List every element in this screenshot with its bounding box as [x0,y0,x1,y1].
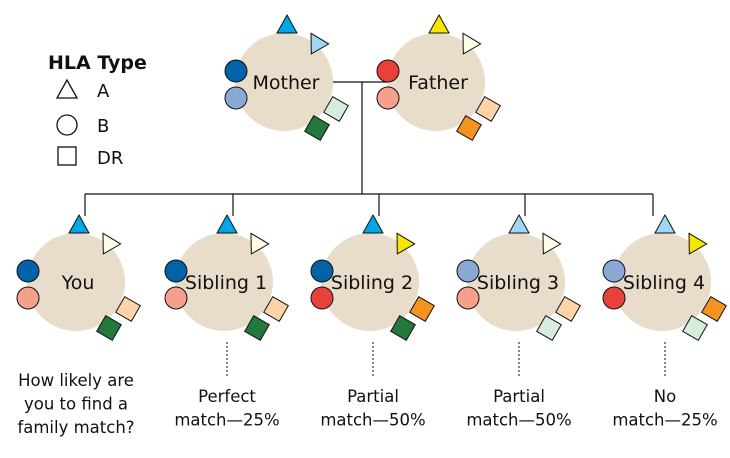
hla-b-circle-icon [456,259,480,283]
legend-title: HLA Type [48,52,147,74]
hla-dr-square-icon [390,315,416,341]
hla-dr-square-icon [701,296,727,322]
person-circle [467,233,565,331]
family-tree-lines [84,81,666,378]
hla-dr-square-icon [409,296,435,322]
hla-a-triangle-icon [362,213,384,234]
hla-b-circle-icon [16,259,40,283]
hla-b-circle-icon [16,286,40,310]
match-caption: match—25% [174,411,279,430]
person-label: Mother [252,72,319,94]
hla-a-triangle-icon [310,32,330,55]
hla-dr-square-icon [304,115,330,141]
hla-a-triangle-icon [396,232,416,255]
hla-dr-square-icon [263,296,289,322]
hla-dr-square-icon [536,315,562,341]
person-circle [387,33,485,131]
person-circle [27,233,125,331]
person-label: Father [408,72,468,94]
match-caption: match—50% [320,411,425,430]
hla-dr-square-icon [682,315,708,341]
person-label: Sibling 4 [623,272,705,294]
hla-b-circle-icon [224,59,248,83]
match-caption: How likely are [18,371,134,390]
hla-dr-square-icon [244,315,270,341]
hla-b-circle-icon [376,86,400,110]
person-father: Father [376,13,501,141]
hla-dr-square-icon [96,315,122,341]
hla-b-circle-icon [224,86,248,110]
hla-b-circle-icon [310,259,334,283]
hla-dr-square-icon [115,296,141,322]
hla-b-circle-icon [376,59,400,83]
hla-a-triangle-icon [542,232,562,255]
hla-b-circle-icon [310,286,334,310]
person-sibling-2: Sibling 2 Partial match—50% [310,213,435,430]
hla-a-triangle-icon [508,213,530,234]
legend-label-a: A [97,81,110,102]
hla-a-triangle-icon [654,213,676,234]
person-label: Sibling 2 [331,272,413,294]
legend-label-dr: DR [97,148,123,169]
hla-a-triangle-icon [428,13,450,34]
match-caption: match—50% [466,411,571,430]
hla-b-circle-icon [164,286,188,310]
legend-label-b: B [97,116,109,137]
person-label: Sibling 3 [477,272,559,294]
hla-a-triangle-icon [102,232,122,255]
match-caption: No [654,387,676,406]
match-caption: family match? [17,418,134,437]
hla-dr-square-icon [555,296,581,322]
person-label: You [61,272,95,294]
person-mother: Mother [224,13,349,141]
hla-a-triangle-icon [276,13,298,34]
person-circle [235,33,333,131]
person-label: Sibling 1 [185,272,267,294]
match-caption: match—25% [612,411,717,430]
person-circle [613,233,711,331]
person-sibling-3: Sibling 3 Partial match—50% [456,213,581,430]
triangle-icon [55,78,79,99]
match-caption: Partial [493,387,545,406]
hla-a-triangle-icon [462,32,482,55]
hla-a-triangle-icon [250,232,270,255]
hla-b-circle-icon [456,286,480,310]
hla-a-triangle-icon [216,213,238,234]
hla-b-circle-icon [602,286,626,310]
hla-dr-square-icon [323,96,349,122]
match-caption: you to find a [24,395,128,414]
square-icon [57,146,77,166]
person-sibling-1: Sibling 1 Perfect match—25% [164,213,289,430]
person-sibling-4: Sibling 4 No match—25% [602,213,727,430]
person-circle [321,233,419,331]
match-caption: Partial [347,387,399,406]
hla-a-triangle-icon [688,232,708,255]
hla-b-circle-icon [602,259,626,283]
circle-icon [56,114,78,136]
legend: HLA Type A B DR [48,52,147,169]
person-circle [175,233,273,331]
match-caption: Perfect [198,387,256,406]
hla-a-triangle-icon [68,213,90,234]
hla-dr-square-icon [456,115,482,141]
hla-dr-square-icon [475,96,501,122]
hla-b-circle-icon [164,259,188,283]
